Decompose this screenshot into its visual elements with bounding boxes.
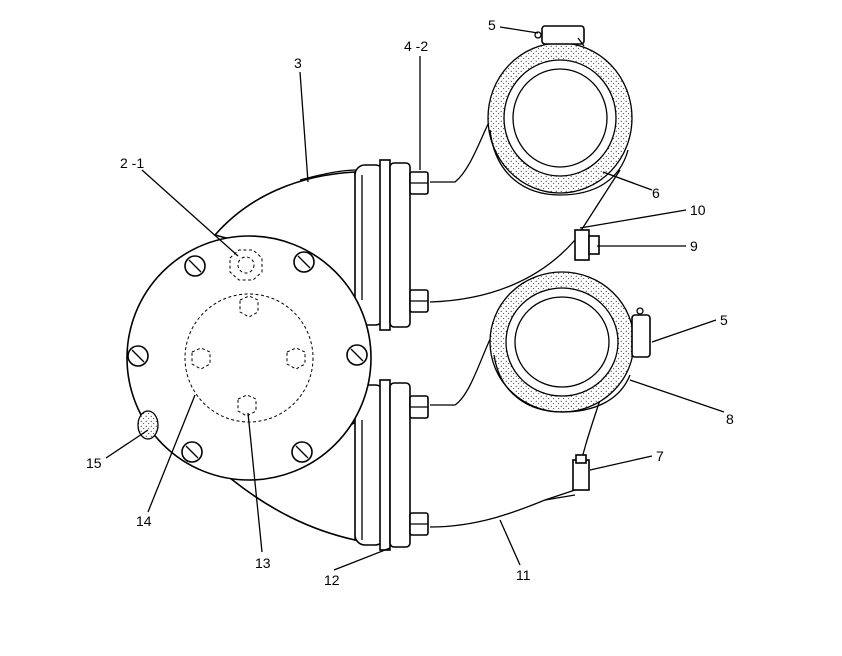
flange-bolts [409, 171, 429, 536]
upper-pipe [429, 119, 621, 303]
callout-6: 6 [652, 185, 660, 201]
callout-15: 15 [86, 455, 102, 471]
lower-manifold-ring [489, 271, 635, 413]
cover-plate [126, 235, 372, 481]
drain-plug [574, 229, 600, 261]
callout-9: 9 [690, 238, 698, 254]
cover-screws [127, 251, 368, 463]
callout-14: 14 [136, 513, 152, 529]
hex-plug [229, 249, 263, 281]
callout-2-1: 2 -1 [120, 155, 144, 171]
callout-13: 13 [255, 555, 271, 571]
callout-labels: 5 4 -2 3 2 -1 6 10 9 5 8 7 15 14 13 12 1… [86, 17, 734, 588]
callout-5-top: 5 [488, 17, 496, 33]
hidden-hex-bolts [191, 295, 306, 417]
callout-11: 11 [516, 567, 531, 583]
callout-4-2: 4 -2 [404, 38, 428, 54]
callout-8: 8 [726, 411, 734, 427]
callout-10: 10 [690, 202, 706, 218]
leader-lines [105, 26, 725, 571]
upper-manifold-ring [487, 42, 633, 196]
callout-3: 3 [294, 55, 302, 71]
callout-5-right: 5 [720, 312, 728, 328]
callout-12: 12 [324, 572, 340, 588]
upper-flange [354, 159, 411, 331]
lower-clamp [631, 307, 651, 358]
lower-flange [354, 379, 411, 551]
upper-clamp [534, 25, 585, 47]
plug-7 [572, 454, 590, 491]
callout-7: 7 [656, 448, 664, 464]
